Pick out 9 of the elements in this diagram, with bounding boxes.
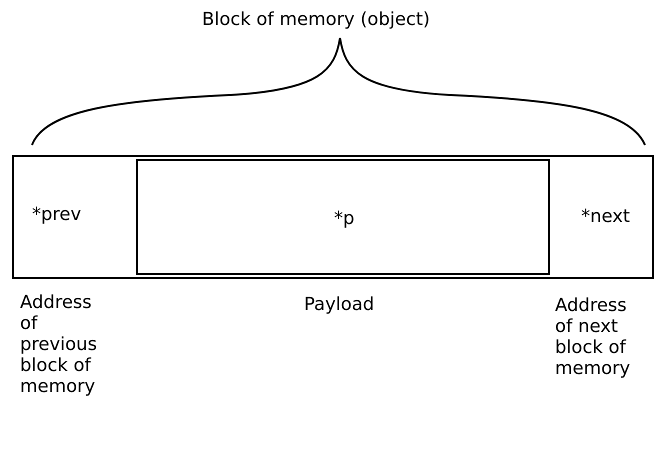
field-label: *next <box>581 205 630 229</box>
description-text: Address of next block of memory <box>555 295 632 379</box>
memory-block-box <box>136 159 550 275</box>
description-text: Payload <box>304 294 374 315</box>
field-label: *prev <box>32 203 82 227</box>
memory-block-box <box>12 155 654 279</box>
field-label: *p <box>334 207 354 231</box>
description-text: Address of previous block of memory <box>20 292 98 397</box>
diagram-title: Block of memory (object) <box>202 8 430 32</box>
